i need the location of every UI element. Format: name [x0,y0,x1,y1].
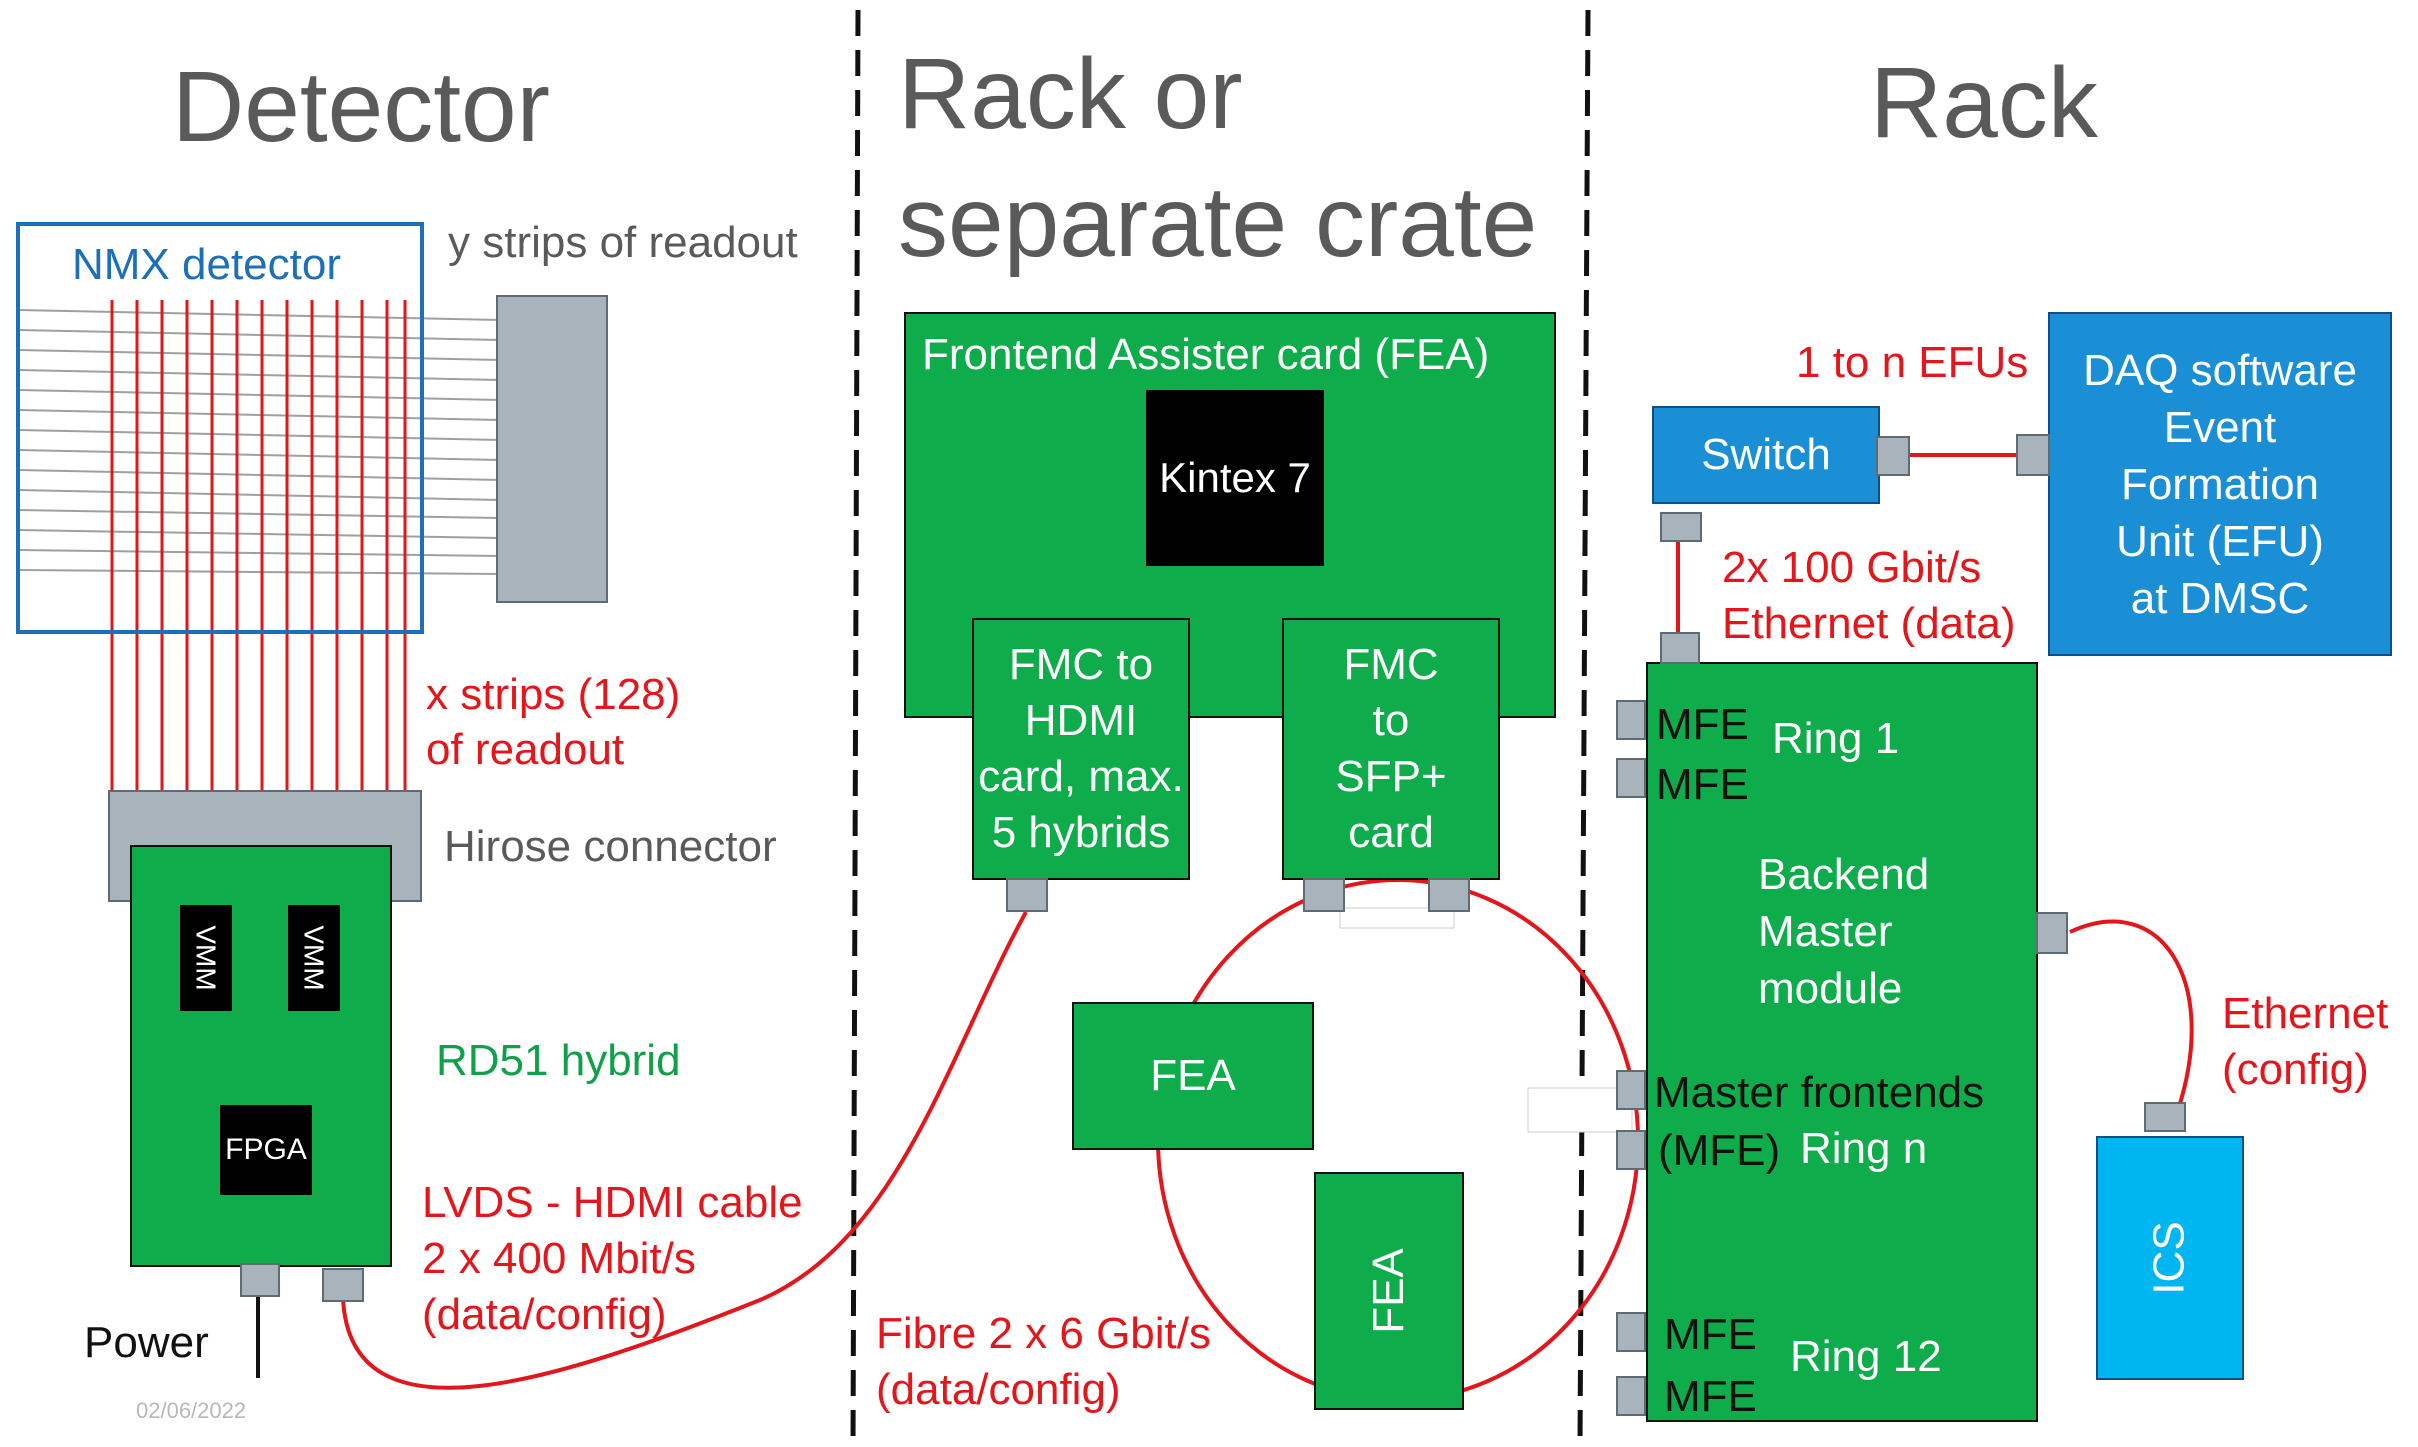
mfe-abbrev-label: (MFE) [1658,1126,1781,1175]
mfe-port-4 [1616,1130,1646,1170]
power-label: Power [84,1318,209,1367]
nmx-detector-box [16,222,424,634]
ring-n-label: Ring n [1800,1124,1928,1173]
mfe-port-5 [1616,1312,1646,1352]
x-strips [110,300,407,790]
lvds-line2: 2 x 400 Mbit/s [422,1234,696,1283]
eth-config-line2: (config) [2222,1045,2369,1094]
eth-config-label: Ethernet (config) [2222,986,2388,1098]
section-title-detector: Detector [172,51,550,163]
section-title-crate-line2: separate crate [898,166,1538,278]
mfe-label-2: MFE [1656,760,1749,809]
lvds-line3: (data/config) [422,1290,667,1339]
mfe-label-3: MFE [1664,1310,1757,1359]
ics-box: ICS [2096,1136,2244,1380]
hdmi-cable [341,911,1028,1390]
divider-right [1577,9,1591,1447]
x-strips-label: x strips (128) of readout [426,667,680,777]
ics-port [2144,1102,2186,1132]
x-strips-line1: x strips (128) [426,670,681,719]
fmc-hdmi-port [1006,878,1048,912]
eth-data-label: 2x 100 Gbit/s Ethernet (data) [1722,540,2016,652]
mfe-port-1 [1616,700,1646,740]
backend-master-module [1646,662,2038,1422]
backend-top-port [1660,632,1700,664]
daq-efu-box: DAQ software Event Formation Unit (EFU) … [2048,312,2392,656]
hybrid-hdmi-port [322,1268,364,1302]
eth-data-line2: Ethernet (data) [1722,599,2016,648]
nmx-detector-title: NMX detector [66,240,347,291]
y-strips-label: y strips of readout [448,218,798,267]
switch-box: Switch [1652,406,1880,504]
date-stamp: 02/06/2022 [136,1398,247,1423]
x-strips-line2: of readout [426,725,625,774]
vmm-chip-1: VMM [180,905,232,1011]
lvds-line1: LVDS - HDMI cable [422,1178,803,1227]
eth-data-line1: 2x 100 Gbit/s [1722,543,1982,592]
section-title-rack: Rack [1870,47,2098,159]
fpga-chip: FPGA [220,1105,312,1195]
y-strips [17,309,501,575]
fibre-label: Fibre 2 x 6 Gbit/s (data/config) [876,1306,1211,1418]
vmm-chip-2: VMM [288,905,340,1011]
rd51-hybrid-label: RD51 hybrid [436,1036,681,1085]
mfe-label-1: MFE [1656,700,1749,749]
switch-port-right [1876,436,1910,476]
backend-right-port [2036,912,2068,954]
lvds-cable-label: LVDS - HDMI cable 2 x 400 Mbit/s (data/c… [422,1175,803,1343]
backend-ics-link [2069,919,2194,1111]
section-title-crate: Rack or separate crate [898,30,1537,286]
hybrid-power-port [240,1263,280,1297]
fmc-hdmi-card: FMC to HDMI card, max. 5 hybrids [972,618,1190,880]
y-readout-connector [496,295,608,603]
efus-label: 1 to n EFUs [1796,338,2029,387]
fibre-line1: Fibre 2 x 6 Gbit/s [876,1309,1212,1358]
fibre-line2: (data/config) [876,1365,1121,1414]
fea-node-b: FEA [1314,1172,1464,1410]
mfe-port-6 [1616,1376,1646,1416]
sfp-port-1 [1303,878,1345,912]
ring-1-label: Ring 1 [1772,714,1900,763]
master-frontends-label: Master frontends [1654,1068,1985,1117]
mfe-port-3 [1616,1070,1646,1110]
eth-config-line1: Ethernet [2222,989,2389,1038]
ring-12-label: Ring 12 [1790,1332,1942,1381]
daq-port [2016,434,2050,476]
rd51-hybrid-board [130,845,392,1267]
sfp-port-2 [1428,878,1470,912]
hirose-connector-label: Hirose connector [444,822,777,871]
fea-card-title: Frontend Assister card (FEA) [922,330,1490,379]
kintex-chip: Kintex 7 [1146,390,1324,566]
section-title-crate-line1: Rack or [898,38,1243,150]
fmc-sfp-card: FMC to SFP+ card [1282,618,1500,880]
switch-port-bottom [1660,512,1702,542]
mfe-label-4: MFE [1664,1372,1757,1421]
fea-node-a: FEA [1072,1002,1314,1150]
backend-module-label: Backend Master module [1758,850,1930,1013]
mfe-port-2 [1616,758,1646,798]
